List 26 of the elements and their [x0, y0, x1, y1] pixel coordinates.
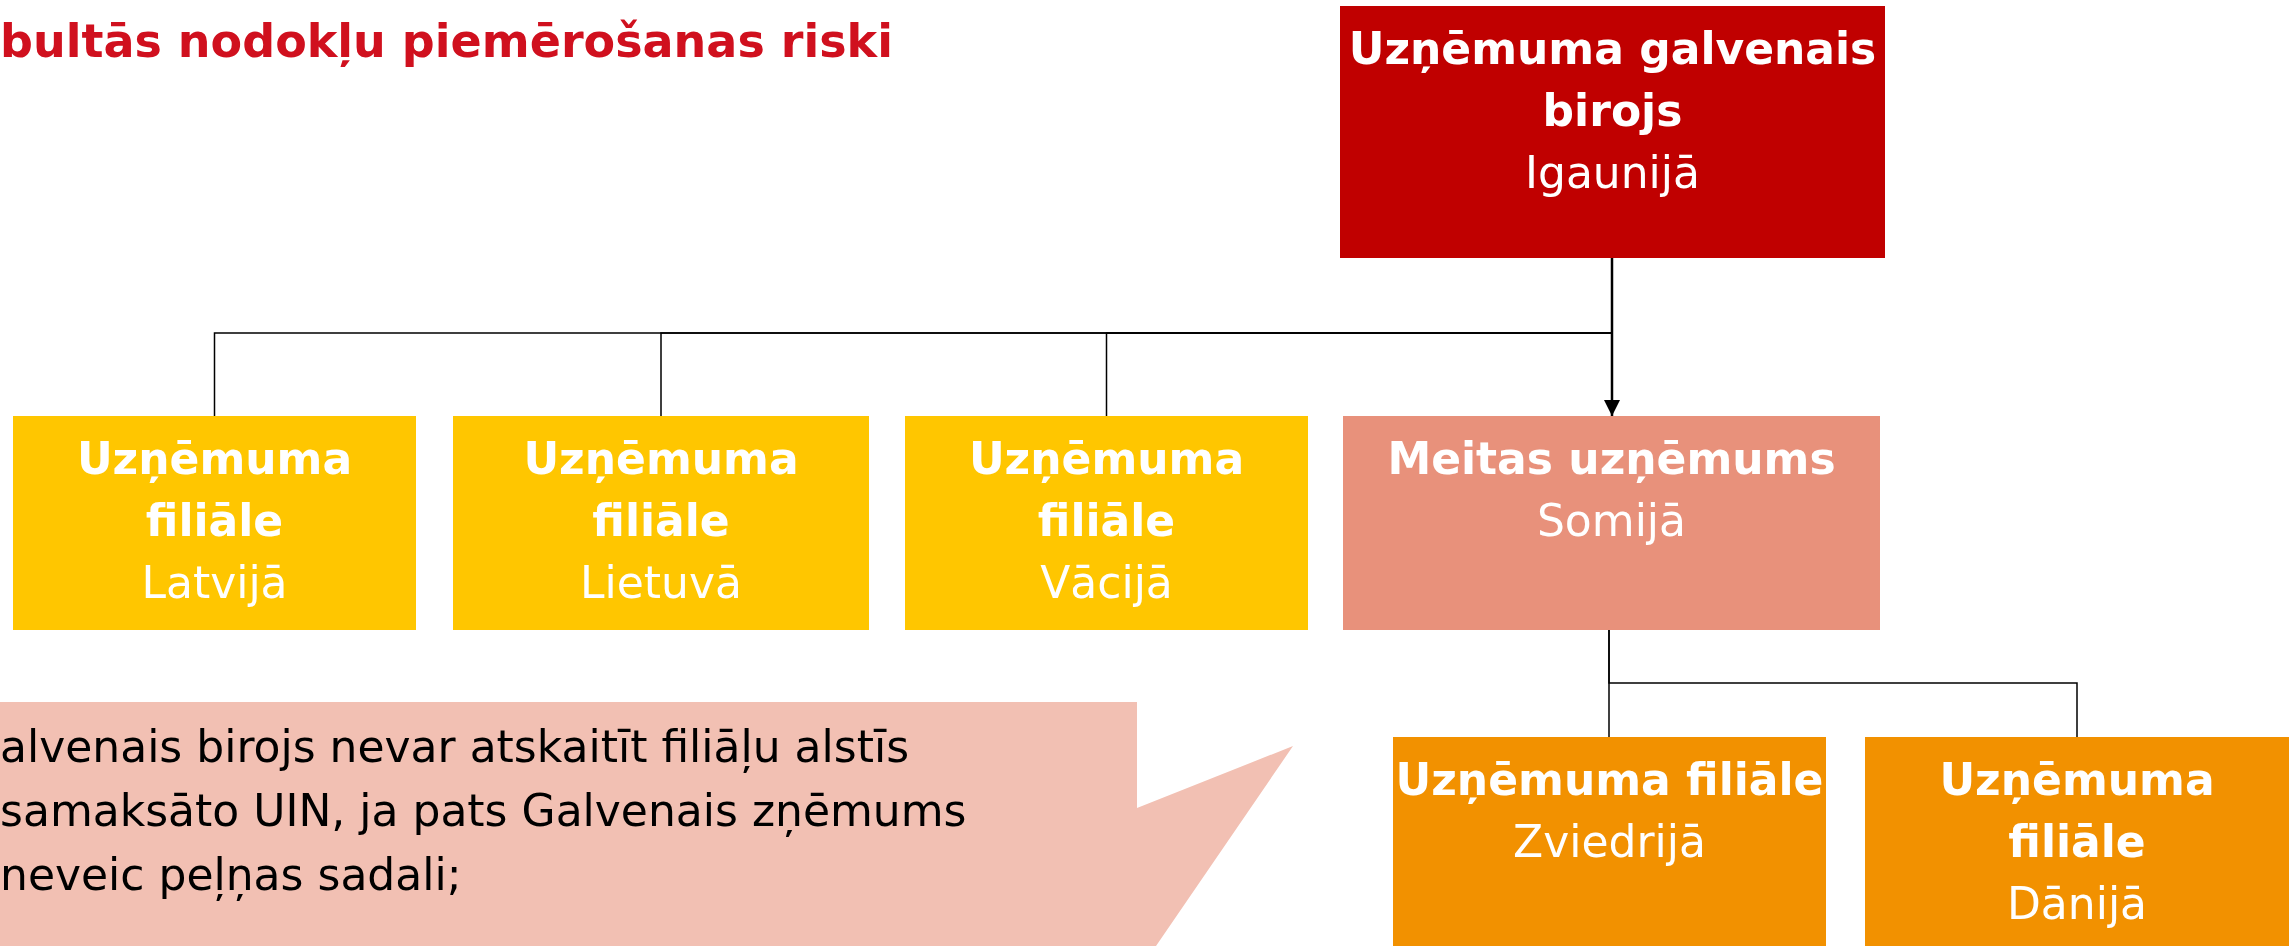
box-heading: Uzņēmuma filiāle — [75, 432, 354, 548]
connector-line — [1608, 629, 2078, 738]
callout-text: alvenais birojs nevar atskaitīt filiāļu alstīs samaksāto UIN, ja pats Galvenais zņēmums neveic peļņas sadali; — [0, 720, 968, 903]
box-heading: Uzņēmuma filiāle — [1938, 753, 2216, 869]
country-label: Vācijā — [1040, 556, 1173, 610]
branch-box — [13, 416, 416, 630]
subsidiary-box — [1343, 416, 1880, 630]
box-heading: Uzņēmuma galvenais birojs — [1347, 22, 1878, 138]
branch-box — [905, 416, 1308, 630]
country-label: Dānijā — [2006, 877, 2148, 931]
arrow — [1604, 258, 1620, 416]
country-label: Somijā — [1536, 494, 1687, 548]
country-label: Lietuvā — [580, 556, 742, 610]
country-label: Igaunijā — [1524, 146, 1701, 200]
country-label: Latvijā — [141, 556, 288, 610]
title: bultās nodokļu piemērošanas riski — [0, 14, 893, 68]
branch-box — [1865, 737, 2289, 946]
box-heading: Uzņēmuma filiāle — [967, 432, 1246, 548]
box-heading: Uzņēmuma filiāle — [522, 432, 800, 548]
box-heading: Meitas uzņēmums — [1387, 432, 1836, 486]
branch-box — [453, 416, 869, 630]
box-heading: Uzņēmuma filiāle — [1395, 753, 1824, 807]
head-office-box — [1340, 6, 1885, 258]
callout-shape — [0, 702, 1293, 946]
branch-box — [1393, 737, 1826, 946]
country-label: Zviedrijā — [1513, 815, 1706, 869]
